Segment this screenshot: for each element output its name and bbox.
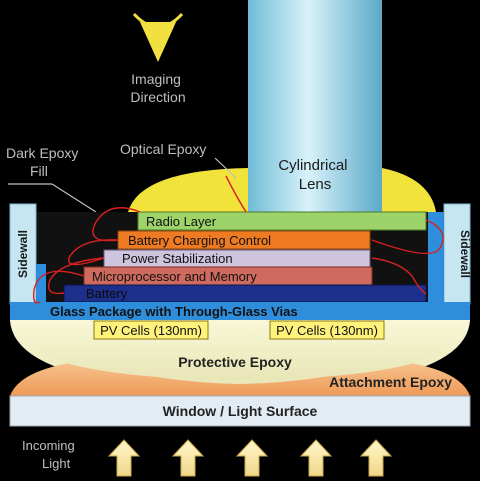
attachment-epoxy-label: Attachment Epoxy <box>329 374 452 390</box>
incoming-light-arrows <box>107 439 393 477</box>
svg-text:Microprocessor and Memory: Microprocessor and Memory <box>92 269 257 284</box>
svg-text:PV Cells (130nm): PV Cells (130nm) <box>100 323 202 338</box>
svg-text:Battery: Battery <box>86 286 128 301</box>
optical-epoxy-pointer <box>214 157 237 179</box>
glass-package <box>10 302 470 320</box>
imaging-direction-label: Imaging Direction <box>130 71 185 105</box>
incoming-light-label: Incoming Light <box>22 438 78 471</box>
svg-text:Glass Package with Through-Gla: Glass Package with Through-Glass Vias <box>50 304 298 319</box>
svg-text:Protective Epoxy: Protective Epoxy <box>178 354 292 370</box>
svg-text:Radio Layer: Radio Layer <box>146 214 217 229</box>
glass-left-wall <box>36 264 46 304</box>
svg-text:Sidewall: Sidewall <box>16 230 30 278</box>
glass-right-wall <box>428 212 444 304</box>
dark-epoxy-pointer <box>51 183 97 213</box>
svg-text:Battery Charging Control: Battery Charging Control <box>128 233 271 248</box>
cylindrical-lens-label: Cylindrical Lens <box>278 157 351 193</box>
eye-icon <box>132 12 184 62</box>
window-light-surface <box>9 395 471 427</box>
radio-layer <box>137 211 427 231</box>
light-arrow-icon <box>359 439 393 477</box>
optical-epoxy-label: Optical Epoxy <box>120 141 206 157</box>
svg-text:PV Cells (130nm): PV Cells (130nm) <box>276 323 378 338</box>
light-arrow-icon <box>107 439 141 477</box>
interconnect-wires <box>32 175 444 304</box>
attachment-epoxy <box>10 360 470 396</box>
svg-text:Window / Light Surface: Window / Light Surface <box>163 403 318 419</box>
dark-epoxy-label: Dark Epoxy Fill <box>6 145 82 179</box>
light-arrow-icon <box>235 439 269 477</box>
light-arrow-icon <box>171 439 205 477</box>
light-arrow-icon <box>299 439 333 477</box>
svg-text:Power Stabilization: Power Stabilization <box>122 251 233 266</box>
svg-text:Sidewall: Sidewall <box>458 230 472 278</box>
